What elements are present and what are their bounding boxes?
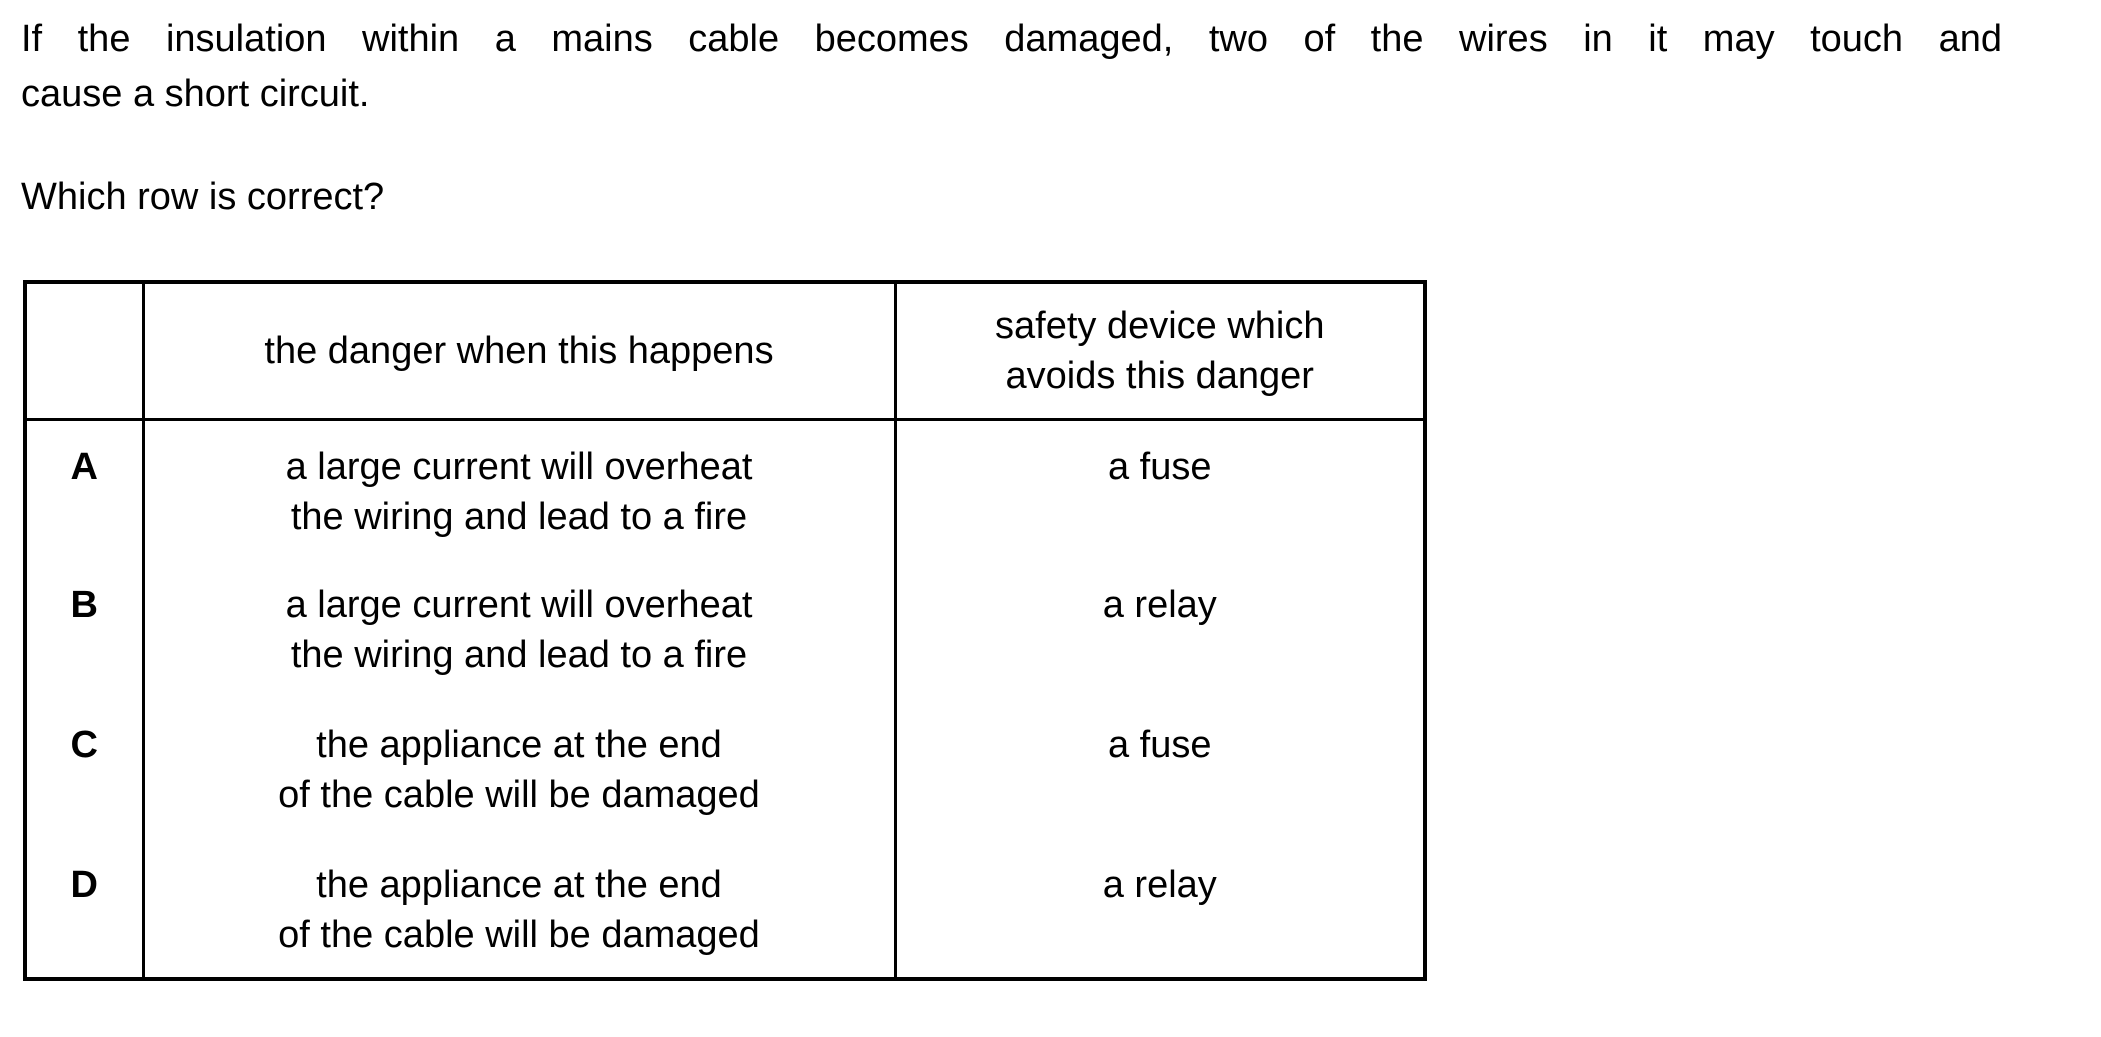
option-c-danger: the appliance at the end of the cable wi… [141,699,897,839]
option-b-device: a relay [893,559,1427,699]
question-prompt: Which row is correct? [21,176,385,218]
option-a-letter: A [23,419,145,559]
options-table-body: A a large current will overheat the wiri… [23,419,1427,979]
option-d-danger: the appliance at the end of the cable wi… [141,839,897,979]
intro-line-1: If the insulation within a mains cable b… [21,18,2002,60]
option-a-device: a fuse [893,419,1427,559]
intro-line-2: cause a short circuit. [21,73,370,115]
option-a-danger: a large current will overheat the wiring… [141,419,897,559]
option-d-device: a relay [893,839,1427,979]
option-b-danger: a large current will overheat the wiring… [141,559,897,699]
header-cell-device: safety device which avoids this danger [893,280,1427,421]
header-cell-blank [23,280,145,421]
table-row-option-a: A a large current will overheat the wiri… [23,419,1427,559]
question-intro-paragraph: If the insulation within a mains cable b… [21,12,2002,122]
header-cell-danger: the danger when this happens [141,280,897,421]
options-table: the danger when this happens safety devi… [23,280,1427,981]
table-row-option-d: D the appliance at the end of the cable … [23,839,1427,979]
option-c-letter: C [23,699,145,839]
option-c-device: a fuse [893,699,1427,839]
table-row-option-b: B a large current will overheat the wiri… [23,559,1427,699]
option-d-letter: D [23,839,145,979]
table-row-option-c: C the appliance at the end of the cable … [23,699,1427,839]
option-b-letter: B [23,559,145,699]
options-table-header: the danger when this happens safety devi… [23,280,1427,421]
header-row: the danger when this happens safety devi… [23,280,1427,421]
